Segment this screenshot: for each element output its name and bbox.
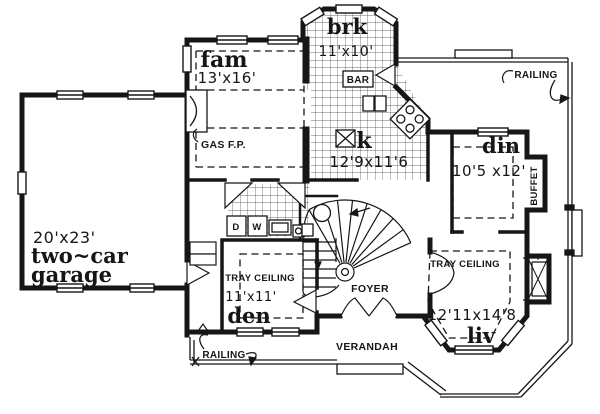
liv-dim: 12'11x14'8 (428, 306, 517, 324)
gas-fireplace-label: GAS F.P. (201, 139, 246, 151)
garage-landing-step (189, 253, 217, 266)
powder-sink (312, 203, 332, 223)
windows (17, 4, 526, 355)
liv-name: liv (467, 323, 496, 348)
stair-direction-arrow (356, 207, 371, 213)
liv-tray-ceiling-dash (427, 250, 511, 339)
railing-tick (191, 356, 200, 367)
garage-entry-door (186, 259, 211, 287)
foyer-entry-double-door (340, 297, 398, 317)
fixtures (185, 70, 550, 303)
din-tray-ceiling-dash (452, 146, 514, 219)
kitchen-name: k (356, 128, 372, 154)
bar-label: BAR (347, 75, 370, 86)
railing-bottom-label: RAILING (202, 350, 245, 361)
hall-closet-door-right (276, 182, 306, 210)
kitchen-island (362, 95, 375, 112)
railing-top-label: RAILING (514, 70, 557, 81)
gasfp-pointer (192, 128, 199, 143)
dryer-box (226, 215, 247, 237)
dryer-label: D (232, 222, 239, 233)
powder-toilet (301, 223, 314, 237)
buffet-label: BUFFET (529, 166, 540, 205)
hall-closet-door-left (224, 182, 254, 210)
doors (186, 62, 455, 335)
garage-name-line2: garage (31, 262, 112, 287)
entry-step-landing (336, 363, 404, 375)
labels: 20'x23' two~car garage fam 13'x16' GAS F… (31, 14, 557, 361)
din-name: din (482, 133, 520, 158)
living-french-doors (429, 251, 455, 295)
den-name: den (227, 303, 270, 328)
liv-tray-ceiling-label: TRAY CEILING (430, 259, 500, 270)
fam-name: fam (201, 47, 248, 73)
washer-label: W (252, 222, 261, 233)
washer-box (247, 215, 268, 237)
den-tray-ceiling-label: TRAY CEILING (225, 273, 295, 284)
foyer-label: FOYER (351, 283, 389, 295)
veranda-railing (189, 49, 583, 398)
breakfast-veranda-door (374, 62, 396, 88)
den-dim: 11'x11' (225, 290, 276, 305)
din-dim: 10'5 x12' (452, 162, 526, 180)
fam-dim: 13'x16' (198, 69, 257, 87)
garage-dim: 20'x23' (33, 228, 95, 247)
brk-name: brk (327, 14, 368, 39)
kitchen-dim: 12'9x11'6 (330, 153, 409, 171)
verandah-label: VERANDAH (336, 341, 398, 353)
garage-name-line1: two~car (31, 243, 129, 268)
garage-landing-step (189, 241, 217, 255)
entry-steps (402, 361, 447, 396)
den-door (292, 288, 317, 314)
interior-walls (185, 36, 529, 334)
stove (389, 98, 431, 140)
brk-dim: 11'x10' (318, 44, 373, 60)
liv-fireplace (523, 257, 547, 301)
bar-counter (342, 70, 374, 88)
leader-arrows (192, 70, 571, 367)
